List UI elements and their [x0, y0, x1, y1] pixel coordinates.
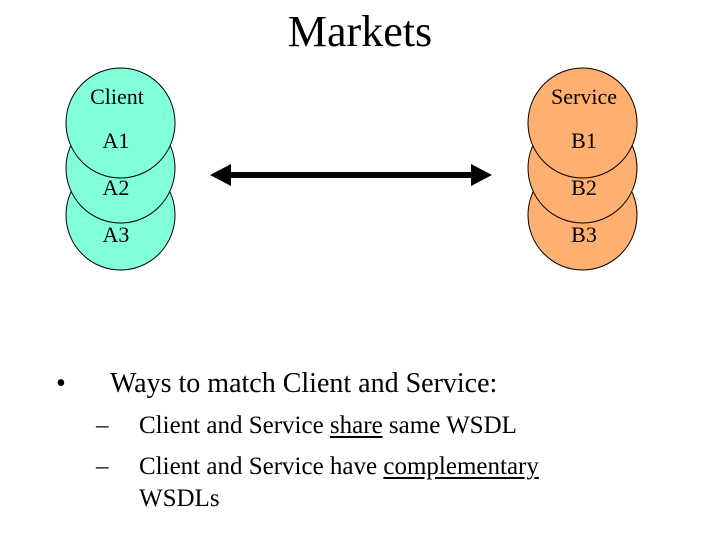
client-circle-a1 — [65, 67, 176, 179]
sub-bullet-marker: – — [96, 453, 109, 480]
service-item-b3: B3 — [571, 222, 597, 247]
service-header-label: Service — [551, 84, 617, 109]
arrow-head-left-icon — [210, 164, 231, 186]
double-arrow-connector — [210, 164, 492, 186]
service-circle-b1 — [527, 67, 638, 179]
client-stack: Client A1 A2 A3 — [65, 67, 176, 271]
client-item-a2: A2 — [103, 175, 130, 200]
text-run-line2: WSDLs — [139, 485, 220, 512]
slide-title: Markets — [287, 7, 433, 56]
bullet-text: Ways to match Client and Service: — [110, 368, 498, 399]
text-run: Client and Service have — [139, 453, 384, 480]
service-item-b2: B2 — [571, 175, 597, 200]
arrow-shaft — [228, 172, 474, 178]
client-header-label: Client — [90, 84, 144, 109]
text-run: same WSDL — [382, 412, 517, 439]
underlined-term-complementary: complementary — [383, 453, 539, 480]
text-run: Client and Service — [139, 412, 330, 439]
service-item-b1: B1 — [571, 128, 597, 153]
arrow-head-right-icon — [471, 164, 492, 186]
underlined-term-share: share — [329, 412, 383, 439]
client-item-a1: A1 — [103, 128, 130, 153]
sub-bullet-text: Client and Service share same WSDL — [139, 410, 517, 442]
service-stack: Service B1 B2 B3 — [527, 67, 638, 271]
bullet-marker: • — [56, 368, 66, 399]
sub-bullet-marker: – — [96, 412, 109, 439]
client-item-a3: A3 — [103, 222, 130, 247]
